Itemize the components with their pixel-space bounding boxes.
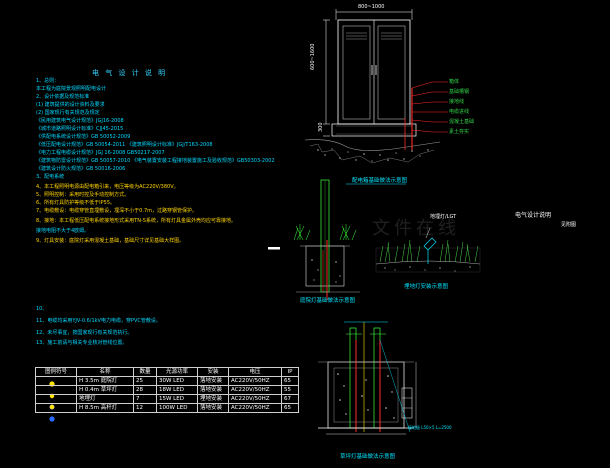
- lamp-qty: 25: [133, 376, 157, 386]
- lamp-name: 地埋灯: [76, 394, 134, 404]
- note-line: 本工程为庭院景观照明配电设计: [36, 86, 107, 92]
- col-header: IP: [281, 367, 299, 377]
- lamp-power: 18W LED: [156, 385, 198, 395]
- note-line: 《城市道路照明设计标准》CJJ45-2015: [36, 126, 124, 132]
- lamp-ip: 55: [281, 385, 299, 395]
- lamp-voltage: AC220V/50HZ: [228, 376, 282, 386]
- cabinet-callout: 电缆进线: [449, 109, 470, 115]
- lamp-ip: 65: [281, 403, 299, 413]
- cabinet-callout: 基础槽钢: [449, 89, 470, 95]
- cabinet-height-dim: 600~1600: [310, 43, 316, 70]
- note-line: 《建筑物防雷设计规范》GB 50057-2010 《电气装置安装工程接地装置施工…: [36, 158, 275, 164]
- lamp-section-caption: 庭院灯基础做法示意图: [300, 298, 356, 304]
- table-row: H 3.5m 庭院灯 25 30W LED 落地安装 AC220V/50HZ 6…: [35, 376, 299, 386]
- note-line: 《电力工程电缆设计规范》JGJ 16-2008 GB50217-2007: [36, 150, 165, 156]
- lamp-mount: 落地安装: [197, 403, 229, 413]
- lamp-mount: 落地安装: [197, 376, 229, 386]
- lamp-qty: 12: [133, 403, 157, 413]
- inground-lamp-tag: 地埋灯/LGT: [430, 214, 457, 220]
- watermark: 文件在线: [372, 218, 460, 239]
- note-line: 11、电缆均采用YJV-0.6/1kV电力电缆，穿PVC管敷设。: [36, 318, 161, 324]
- table-row: 地埋灯 7 15W LED 埋地安装 AC220V/50HZ 67: [35, 394, 299, 404]
- pit-side-note: 接地极 L50×5 L=2500: [408, 425, 452, 430]
- right-subtitle: 见附图: [561, 222, 577, 228]
- col-header: 数量: [133, 367, 157, 377]
- note-line: (1) 建筑提供的设计资料及要求: [36, 102, 105, 108]
- lamp-qty: 28: [133, 385, 157, 395]
- note-line: 4、本工程照明电源由配电箱引来，电压等级为AC220V/380V。: [36, 184, 179, 190]
- note-line: 《建筑设计防火规范》GB 50016-2006: [36, 166, 126, 172]
- plant-section: [375, 227, 481, 273]
- col-header: 名称: [76, 367, 134, 377]
- lamp-power: 100W LED: [156, 403, 198, 413]
- note-line: 2、设计依据及规范标准: [36, 94, 90, 100]
- lamp-voltage: AC220V/50HZ: [228, 385, 282, 395]
- cabinet-callout: 接地线: [449, 99, 465, 105]
- cabinet-callout: 混凝土基础: [449, 119, 475, 125]
- lamp-name: H 3.5m 庭院灯: [76, 376, 134, 386]
- lamp-qty: 7: [133, 394, 157, 404]
- note-line: 《供配电系统设计规范》GB 50052-2009: [36, 134, 131, 140]
- note-line: 《民用建筑电气设计规范》JGJ16-2008: [36, 118, 124, 124]
- note-line: 12、未尽事宜，按国家现行有关规范执行。: [36, 330, 133, 336]
- col-header: 电压: [228, 367, 282, 377]
- note-line: 5、照明控制：采用时控及手动控制方式。: [36, 192, 130, 198]
- lamp-ip: 67: [281, 394, 299, 404]
- pit-section: [318, 321, 417, 435]
- lamp-voltage: AC220V/50HZ: [228, 394, 282, 404]
- note-line: 1、总则：: [36, 78, 60, 84]
- lamp-power: 15W LED: [156, 394, 198, 404]
- lamp-foundation-section: [268, 179, 360, 300]
- cabinet-caption: 配电箱基础做法示意图: [352, 178, 408, 184]
- table-row: H 8.5m 高杆灯 12 100W LED 落地安装 AC220V/50HZ …: [35, 403, 299, 413]
- cabinet-base-dim: 300: [318, 122, 324, 132]
- lamp-name: H 8.5m 高杆灯: [76, 403, 134, 413]
- high-pole-lamp-icon: [49, 416, 55, 422]
- note-line: 10、: [36, 306, 48, 312]
- note-line: 13、施工前请与相关专业核对管线位置。: [36, 340, 128, 346]
- lamp-schedule-table: 图例符号 名称 数量 光源功率 安装 电压 IP H 3.5m 庭院灯 25 3…: [35, 367, 299, 413]
- col-header: 安装: [197, 367, 229, 377]
- lamp-power: 30W LED: [156, 376, 198, 386]
- cabinet-width-dim: 800~1000: [358, 4, 385, 10]
- lamp-voltage: AC220V/50HZ: [228, 403, 282, 413]
- note-line: 接地电阻不大于4欧姆。: [36, 228, 90, 234]
- note-line: (2) 国家现行有关规范及规定: [36, 110, 100, 116]
- note-line: 《低压配电设计规范》GB 50054-2011 《建筑照明设计标准》JGJ/T1…: [36, 142, 213, 148]
- lamp-mount: 埋地安装: [197, 394, 229, 404]
- table-header-row: 图例符号 名称 数量 光源功率 安装 电压 IP: [35, 367, 299, 377]
- table-row: H 0.4m 草坪灯 28 18W LED 落地安装 AC220V/50HZ 5…: [35, 385, 299, 395]
- notes-title: 电 气 设 计 说 明: [92, 69, 168, 77]
- lamp-mount: 落地安装: [197, 385, 229, 395]
- note-line: 3、配电系统: [36, 174, 65, 180]
- note-line: 7、电缆敷设：电缆穿管直埋敷设，埋深不小于0.7m，过路穿钢管保护。: [36, 208, 198, 214]
- cabinet-callout: 箱体: [449, 79, 460, 85]
- note-line: 9、灯具安装：庭院灯采用混凝土基础，基础尺寸详见基础大样图。: [36, 238, 185, 244]
- col-header: 光源功率: [156, 367, 198, 377]
- note-line: 8、接地：本工程低压配电系统接地形式采用TN-S系统，所有灯具金属外壳均应可靠接…: [36, 218, 236, 224]
- cabinet-elevation: [304, 9, 448, 164]
- lamp-ip: 65: [281, 376, 299, 386]
- lamp-name: H 0.4m 草坪灯: [76, 385, 134, 395]
- plant-section-caption: 埋地灯安装示意图: [404, 284, 449, 290]
- right-title: 电气设计说明: [515, 212, 552, 219]
- cabinet-callout: 素土夯实: [449, 129, 470, 135]
- col-header: 图例符号: [35, 367, 77, 377]
- pit-caption: 草坪灯基础做法示意图: [340, 454, 396, 460]
- note-line: 6、所有灯具防护等级不低于IP55。: [36, 200, 116, 206]
